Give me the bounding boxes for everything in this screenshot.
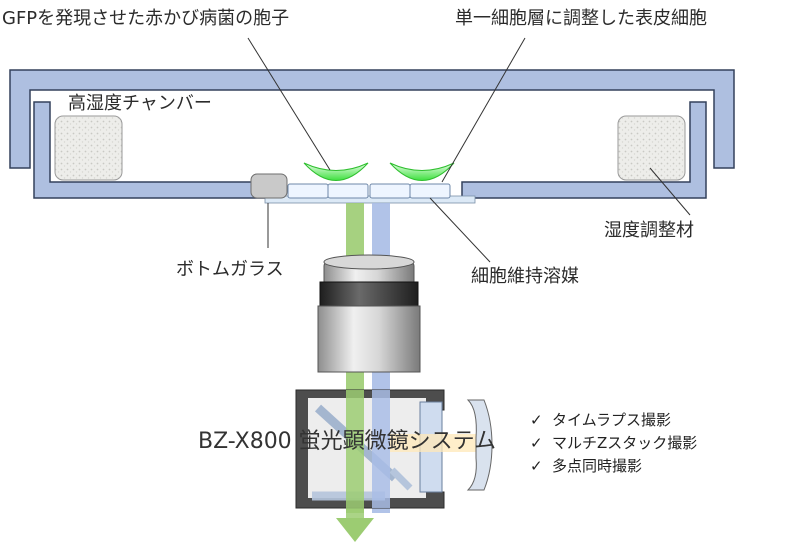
check-icon: ✓: [530, 410, 543, 429]
feature-item: ✓ マルチZスタック撮影: [530, 431, 697, 454]
bottom-glass-label: ボトムガラス: [176, 259, 284, 280]
side-lens: [466, 399, 493, 491]
seal-block: [250, 173, 288, 199]
spore-left: [303, 162, 369, 181]
spore-right: [389, 162, 455, 181]
feature-label: 多点同時撮影: [552, 457, 643, 475]
feature-label: マルチZスタック撮影: [552, 434, 698, 452]
leader-lines: [247, 37, 691, 263]
humidity-material-label: 湿度調整材: [604, 220, 694, 241]
humidity-sponge-right: [617, 115, 686, 181]
output-arrow: [336, 518, 374, 542]
objective-lens: [317, 254, 421, 373]
chamber-lid: [9, 69, 735, 169]
humidity-sponge-left: [54, 115, 123, 181]
spore-label: GFPを発現させた赤かび病菌の胞子: [2, 8, 290, 29]
excitation-path: [390, 434, 480, 452]
check-icon: ✓: [530, 456, 543, 475]
feature-item: ✓ 多点同時撮影: [530, 454, 697, 477]
epidermis-cells: [287, 183, 451, 199]
feature-item: ✓ タイムラプス撮影: [530, 408, 697, 431]
system-label: BZ-X800 蛍光顕微鏡システム: [198, 429, 497, 454]
epidermis-label: 単一細胞層に調整した表皮細胞: [455, 8, 707, 29]
feature-list: ✓ タイムラプス撮影 ✓ マルチZスタック撮影 ✓ 多点同時撮影: [530, 408, 697, 477]
feature-label: タイムラプス撮影: [552, 411, 671, 429]
chamber-label: 高湿度チャンバー: [68, 93, 212, 114]
check-icon: ✓: [530, 433, 543, 452]
medium-label: 細胞維持溶媒: [471, 266, 579, 287]
